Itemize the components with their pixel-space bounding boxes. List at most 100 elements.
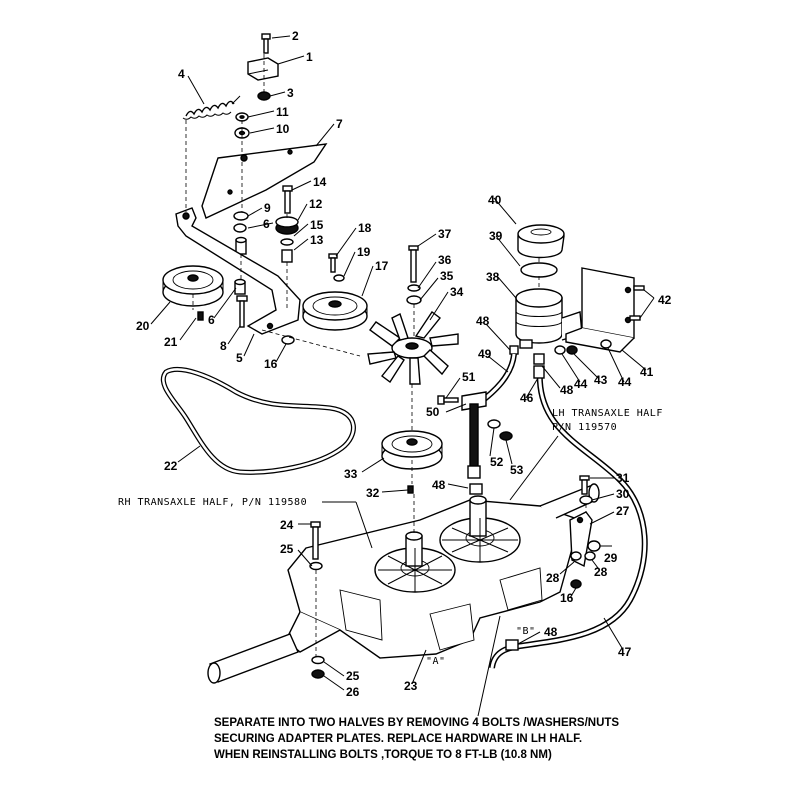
callout-24: 24 xyxy=(280,518,294,532)
callout-25b: 25 xyxy=(346,669,360,683)
callout-11: 11 xyxy=(276,105,289,119)
callout-48a: 48 xyxy=(476,314,490,328)
callout-35: 35 xyxy=(440,269,454,283)
callout-15: 15 xyxy=(310,218,324,232)
callout-39: 39 xyxy=(489,229,503,243)
bolt-part-14 xyxy=(282,185,293,214)
callout-6a: 6 xyxy=(263,217,270,231)
bolt-part-2 xyxy=(261,33,271,54)
note-line-2: SECURING ADAPTER PLATES. REPLACE HARDWAR… xyxy=(214,733,582,745)
callout-19: 19 xyxy=(357,245,371,259)
callout-46: 46 xyxy=(520,391,534,405)
note-line-3: WHEN REINSTALLING BOLTS ,TORQUE TO 8 FT-… xyxy=(214,749,552,761)
callout-44b: 44 xyxy=(618,375,632,389)
lh-transaxle-label-line1: LH TRANSAXLE HALF xyxy=(552,408,663,419)
washer-part-28b xyxy=(584,551,596,561)
spacer-part-6b xyxy=(234,278,246,295)
rh-transaxle-label: RH TRANSAXLE HALF, P/N 119580 xyxy=(118,497,307,508)
callout-16b: 16 xyxy=(560,591,574,605)
callout-17: 17 xyxy=(375,259,389,273)
callout-49: 49 xyxy=(478,347,492,361)
callout-9: 9 xyxy=(264,201,271,215)
callout-18: 18 xyxy=(358,221,372,235)
nut-part-16a xyxy=(281,335,295,345)
callout-28a: 28 xyxy=(546,571,560,585)
callout-20: 20 xyxy=(136,319,150,333)
callout-31: 31 xyxy=(616,471,630,485)
bolt-part-51 xyxy=(437,395,459,405)
point-a-label: "A" xyxy=(426,656,446,667)
bolt-part-24 xyxy=(309,521,323,571)
callout-12: 12 xyxy=(309,197,323,211)
reservoir-cap-part-40 xyxy=(517,224,565,259)
callout-51: 51 xyxy=(462,370,476,384)
pulley-part-33 xyxy=(381,430,443,470)
callout-23: 23 xyxy=(404,679,418,693)
callout-28b: 28 xyxy=(594,565,608,579)
fitting-part-48a xyxy=(509,345,519,355)
washer-part-44b xyxy=(600,339,612,349)
key-part-32 xyxy=(407,485,414,494)
callout-2: 2 xyxy=(292,29,299,43)
assembly-dashed-lines xyxy=(185,54,587,656)
callout-5: 5 xyxy=(236,351,243,365)
mounting-bracket-part-41 xyxy=(565,267,635,353)
callout-3: 3 xyxy=(287,86,294,100)
callout-41: 41 xyxy=(640,365,654,379)
callout-42: 42 xyxy=(658,293,672,307)
belt-part-22 xyxy=(161,366,356,475)
pulley-part-17 xyxy=(302,291,368,331)
instruction-note: SEPARATE INTO TWO HALVES BY REMOVING 4 B… xyxy=(214,717,619,761)
nut-part-3 xyxy=(257,91,271,101)
callout-numbers: 2 1 3 4 11 10 7 14 9 12 6 15 13 18 19 17… xyxy=(136,29,672,699)
callout-44a: 44 xyxy=(574,377,588,391)
idler-pulley-part-12 xyxy=(275,216,299,263)
callout-36: 36 xyxy=(438,253,452,267)
bolt-part-18 xyxy=(328,253,345,282)
washer-part-28a xyxy=(570,551,582,561)
hose-part-47 xyxy=(489,369,648,669)
washer-part-9 xyxy=(233,211,249,221)
spring-part-4 xyxy=(182,95,241,120)
bolt-part-8 xyxy=(236,295,248,328)
callout-33: 33 xyxy=(344,467,358,481)
callout-32: 32 xyxy=(366,486,380,500)
nut-part-53 xyxy=(499,431,513,441)
leader-lines xyxy=(150,35,655,717)
bolt-part-31 xyxy=(579,475,590,495)
fan-part-34 xyxy=(367,310,459,385)
callout-25a: 25 xyxy=(280,542,294,556)
spacer-part-29 xyxy=(587,540,601,552)
idler-plate-part-7 xyxy=(201,143,328,219)
washer-part-44a xyxy=(554,345,566,355)
callout-21: 21 xyxy=(164,335,178,349)
callout-8: 8 xyxy=(220,339,227,353)
washer-part-25b xyxy=(311,655,325,665)
idler-arm-part-5 xyxy=(175,207,301,335)
key-part-21 xyxy=(197,311,204,321)
nut-part-26 xyxy=(311,669,325,679)
callout-13: 13 xyxy=(310,233,324,247)
lh-transaxle-label-line2: P/N 119570 xyxy=(552,422,617,433)
callout-16a: 16 xyxy=(264,357,278,371)
callout-29: 29 xyxy=(604,551,618,565)
callout-30: 30 xyxy=(616,487,630,501)
callout-50: 50 xyxy=(426,405,440,419)
transaxle-assembly-part-23 xyxy=(207,483,600,684)
callout-34: 34 xyxy=(450,285,464,299)
callout-53: 53 xyxy=(510,463,524,477)
bolt-part-37 xyxy=(406,245,422,305)
callout-27: 27 xyxy=(616,504,630,518)
callout-6b: 6 xyxy=(208,313,215,327)
callout-22: 22 xyxy=(164,459,178,473)
callout-47: 47 xyxy=(618,645,632,659)
note-line-1: SEPARATE INTO TWO HALVES BY REMOVING 4 B… xyxy=(214,717,619,729)
fitting-part-48d xyxy=(505,639,519,651)
fitting-part-48c xyxy=(469,483,483,495)
callout-4: 4 xyxy=(178,67,185,81)
callout-14: 14 xyxy=(313,175,327,189)
callout-26: 26 xyxy=(346,685,360,699)
nut-part-43 xyxy=(566,345,578,355)
bracket-part-1 xyxy=(247,57,279,81)
